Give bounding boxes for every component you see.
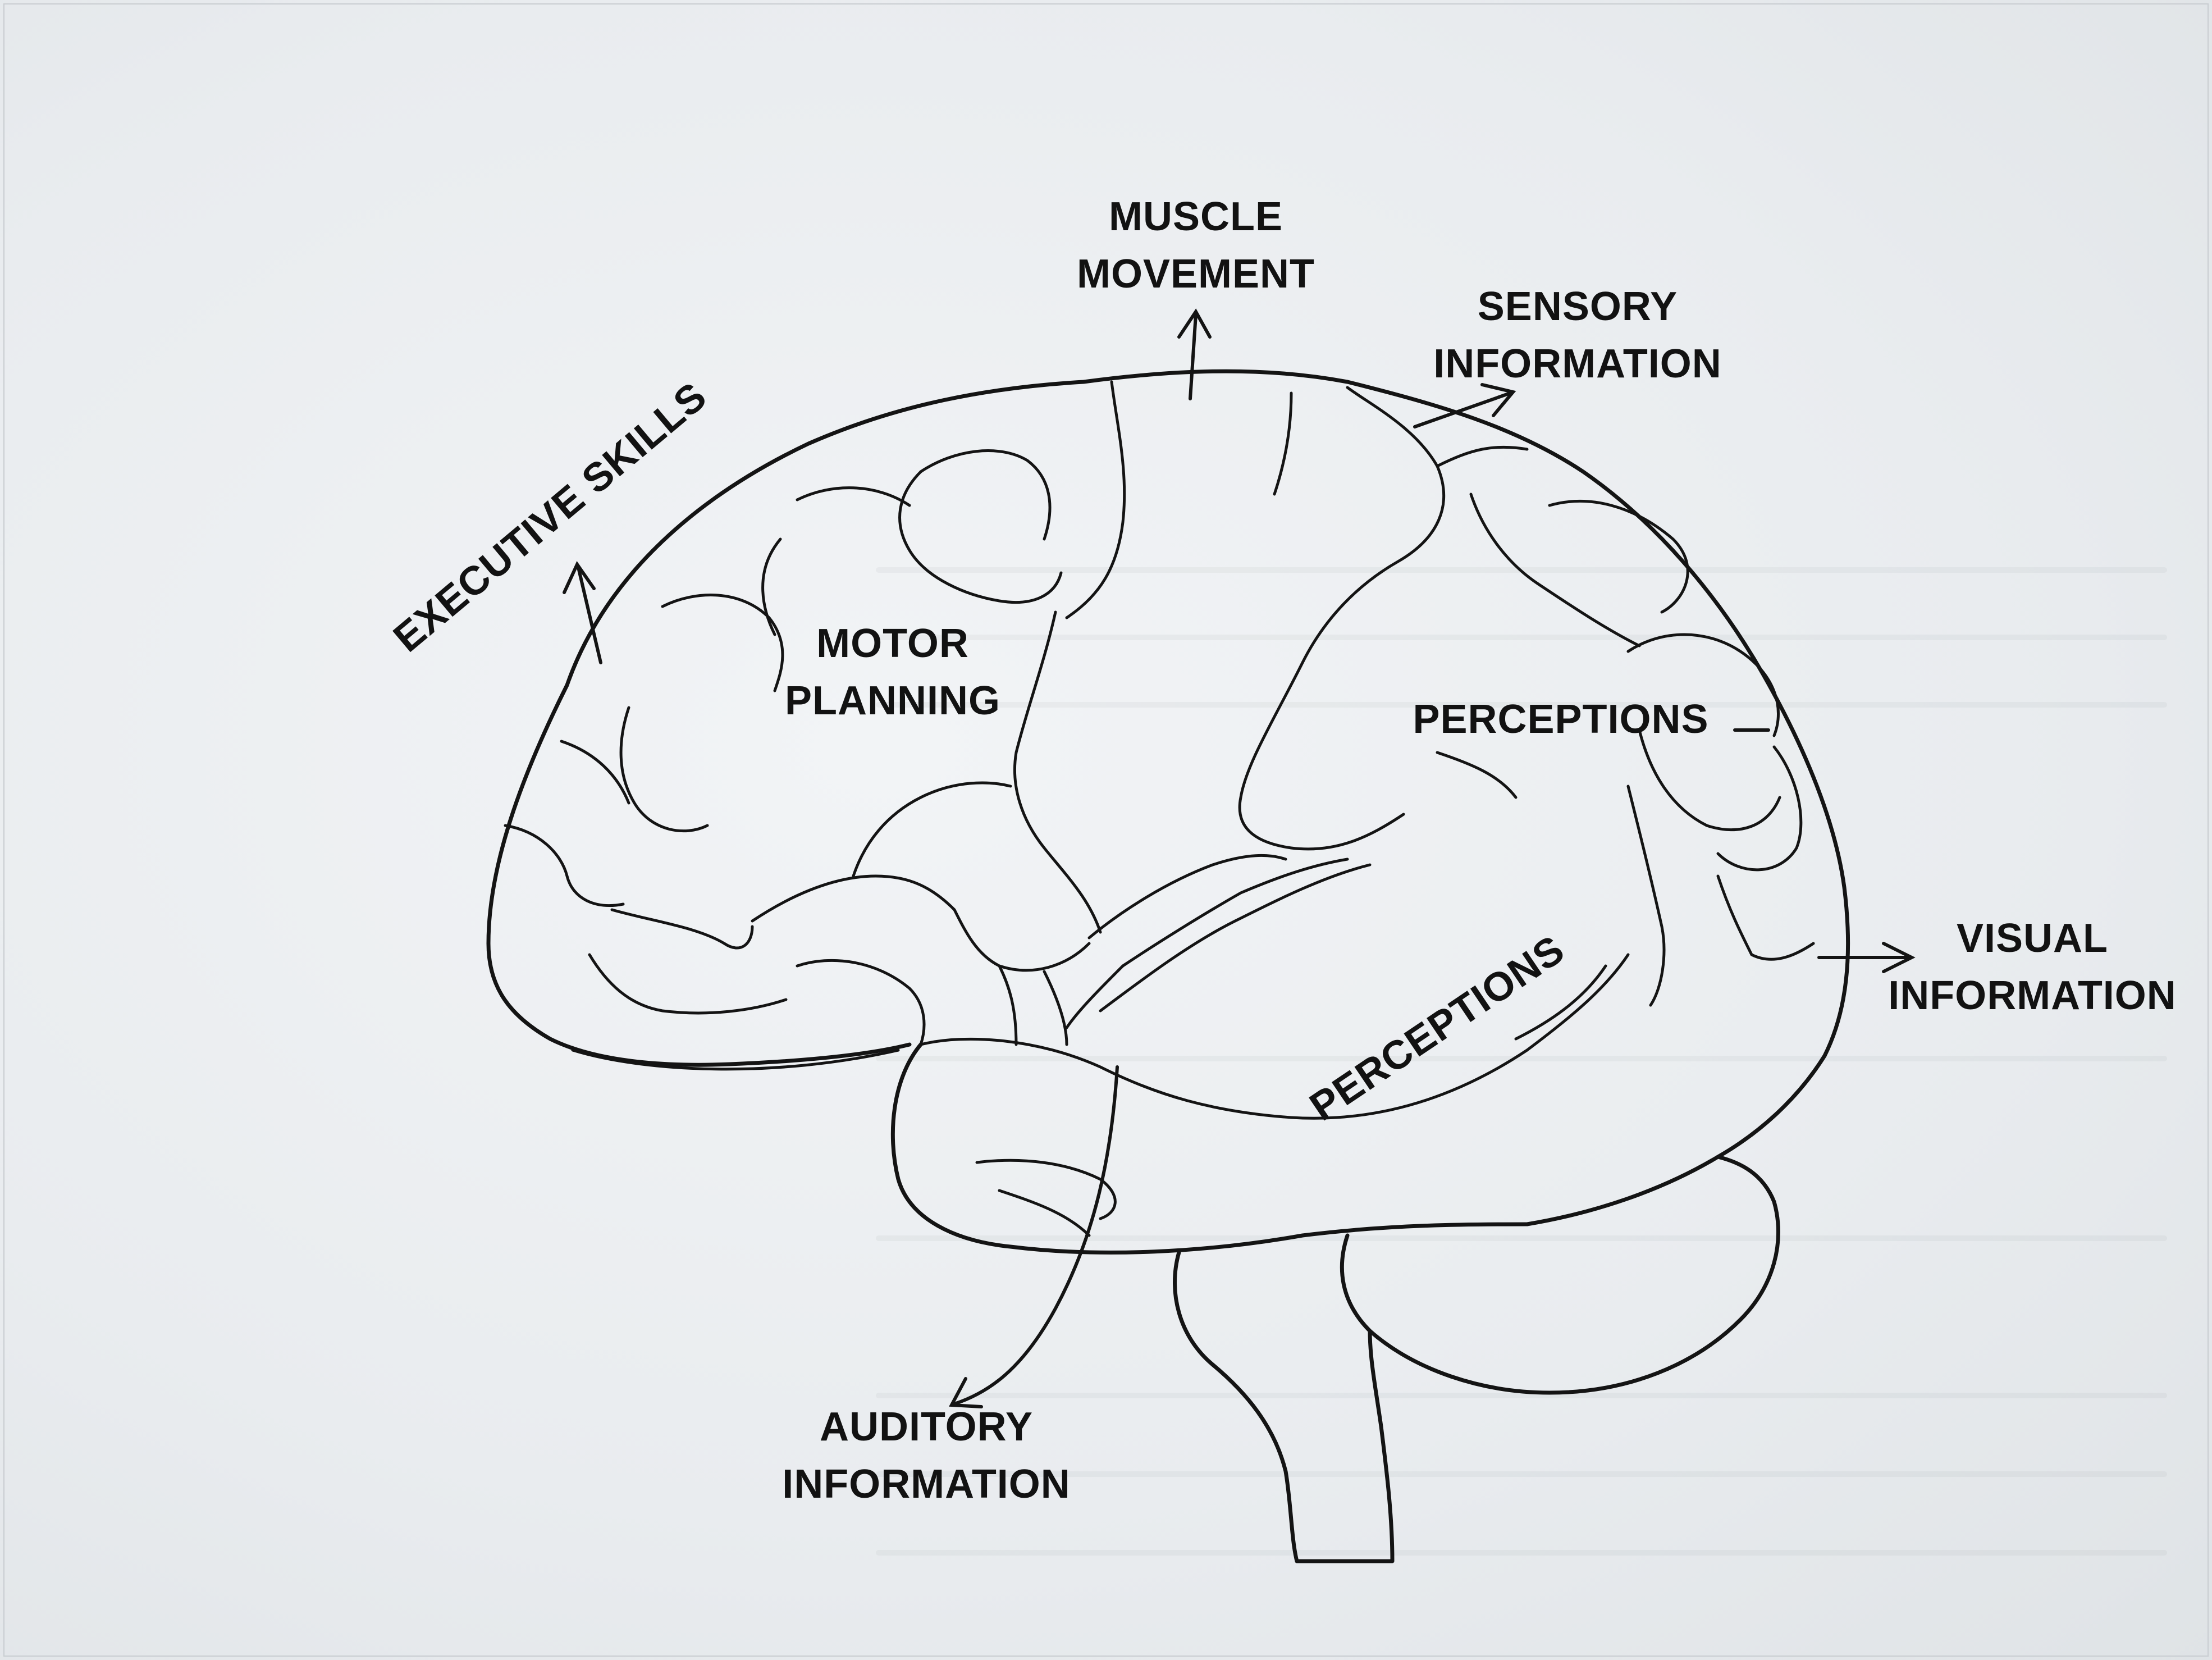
bleed-through-line (876, 1235, 2167, 1241)
gyrus-line (1469, 492, 1641, 647)
muscle-movement-label: MUSCLE MOVEMENT (1067, 188, 1325, 303)
gyrus-line (998, 1189, 1091, 1237)
muscle-movement-arrow (1189, 313, 1198, 400)
gyrus-line (796, 959, 926, 1046)
sylvian-line (1065, 964, 1125, 1029)
bleed-through-line (876, 1056, 2167, 1061)
cerebellum (1340, 1155, 1780, 1395)
sylvian-line (1043, 970, 1068, 1046)
gyrus-line (751, 874, 956, 923)
gyrus-line (661, 594, 784, 692)
visual-information-arrowhead (1882, 942, 1916, 973)
gyrus-line (1013, 610, 1102, 934)
perceptions-upper-label: PERCEPTIONS (1387, 691, 1735, 748)
sensory-information-line1: SENSORY (1477, 284, 1678, 329)
gyrus-line (1626, 633, 1780, 737)
sensory-information-label: SENSORY INFORMATION (1409, 278, 1746, 393)
gyrus-line (1626, 785, 1666, 1007)
gyrus-line (761, 537, 782, 636)
sylvian-line (1087, 854, 1287, 940)
motor-planning-label: MOTOR PLANNING (752, 615, 1033, 729)
gyrus-line (1273, 391, 1293, 496)
motor-planning-line2: PLANNING (785, 678, 1000, 723)
gyrus-line (504, 824, 625, 907)
gyrus-line (560, 740, 630, 805)
gyrus-line (1436, 751, 1518, 799)
gyrus-line (953, 908, 1091, 972)
gyrus-line (796, 486, 911, 507)
auditory-information-label: AUDITORY INFORMATION (747, 1398, 1106, 1513)
gyrus-line (898, 470, 1063, 604)
temporal-lobe-upper (919, 953, 1630, 1120)
motor-planning-line1: MOTOR (816, 621, 969, 666)
auditory-information-arrow (953, 1065, 1119, 1406)
perceptions-upper-text: PERCEPTIONS (1413, 697, 1709, 742)
gyrus-line (1638, 728, 1781, 832)
executive-skills-arrow (577, 566, 602, 664)
orbital-contour (571, 1048, 900, 1071)
brain-stem (1173, 1250, 1395, 1563)
muscle-movement-arrowhead (1177, 308, 1212, 339)
sylvian-line (1121, 858, 1349, 968)
visual-information-line2: INFORMATION (1888, 973, 2177, 1018)
gyrus-line (588, 953, 788, 1015)
executive-skills-arrowhead (563, 560, 596, 594)
gyrus-line (919, 449, 1052, 541)
cerebrum-outline (565, 369, 1850, 1226)
gyrus-line (1065, 380, 1126, 619)
auditory-information-arrowhead (949, 1377, 983, 1408)
bleed-through-line (876, 702, 2167, 708)
temporal-lobe (890, 1042, 1529, 1255)
frontal-lobe-outline (486, 683, 912, 1067)
sensory-information-arrowhead (1480, 383, 1516, 417)
muscle-movement-line2: MOVEMENT (1076, 252, 1315, 297)
sylvian-line (1099, 863, 1372, 1013)
gyrus-line (1436, 445, 1529, 468)
gyrus-line (1548, 500, 1689, 614)
bleed-through-line (876, 1550, 2167, 1556)
gyrus-line (1716, 874, 1815, 961)
gyrus-line (1514, 964, 1607, 1041)
gyrus-line (975, 1159, 1117, 1220)
gyrus-line (619, 706, 709, 833)
gyrus-line (1716, 745, 1803, 872)
bleed-through-line (876, 635, 2167, 640)
sensory-information-arrow (1413, 391, 1512, 428)
visual-information-label: VISUAL INFORMATION (1864, 910, 2201, 1024)
bleed-through-line (876, 1471, 2167, 1477)
auditory-information-line2: INFORMATION (782, 1462, 1071, 1507)
visual-information-line1: VISUAL (1956, 916, 2109, 961)
bleed-through-line (876, 1393, 2167, 1398)
sylvian-line (998, 964, 1018, 1046)
sensory-information-line2: INFORMATION (1433, 341, 1722, 386)
gyrus-line (610, 908, 754, 950)
gyrus-line (852, 781, 1012, 878)
auditory-information-line1: AUDITORY (819, 1404, 1034, 1449)
muscle-movement-line1: MUSCLE (1109, 194, 1283, 239)
gyrus-line (1238, 386, 1446, 851)
